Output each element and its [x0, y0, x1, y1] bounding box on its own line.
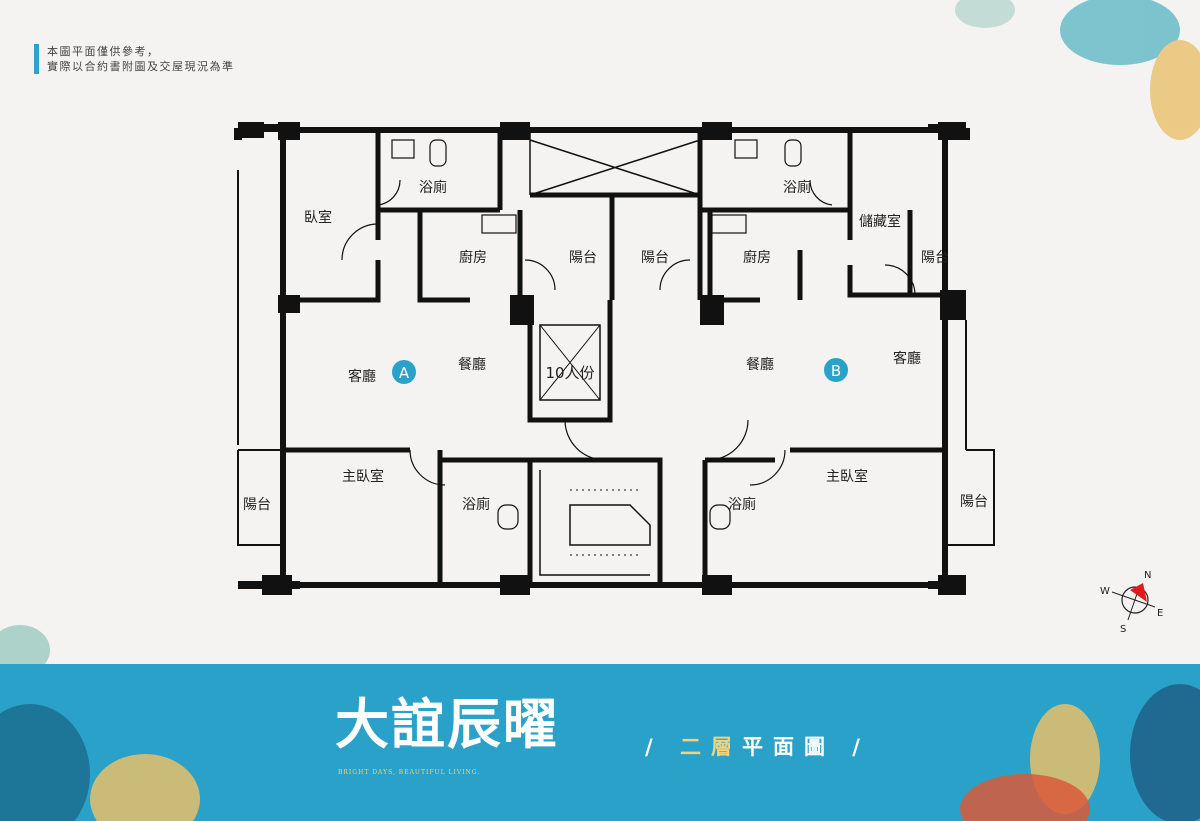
floor-title: / 二層平面圖 / — [645, 734, 870, 759]
compass-s: S — [1120, 624, 1126, 635]
columns — [238, 122, 966, 595]
room-b-master: 主臥室 — [826, 468, 868, 485]
room-b-living: 客廳 — [893, 350, 921, 367]
room-a-kitchen: 廚房 — [459, 249, 487, 266]
walls — [234, 124, 995, 589]
room-a-balcony-left: 陽台 — [243, 497, 271, 513]
elevator-capacity: 10人份 — [545, 364, 594, 382]
room-b-balcony: 陽台 — [641, 250, 669, 266]
room-a-bath-top: 浴廁 — [419, 179, 447, 196]
unit-a-badge — [392, 360, 416, 384]
room-a-bedroom: 臥室 — [304, 209, 332, 226]
room-b-balcony-right: 陽台 — [960, 494, 988, 510]
compass-w: W — [1100, 586, 1110, 597]
disclaimer-note: 本圖平面僅供參考， 實際以合約書附圖及交屋現況為準 — [34, 44, 235, 74]
decor-shape — [1130, 684, 1200, 821]
room-a-balcony: 陽台 — [569, 250, 597, 266]
room-a-living: 客廳 — [348, 368, 376, 385]
unit-a-label: A — [399, 364, 410, 382]
room-b-balcony-side: 陽台 — [921, 250, 949, 266]
room-a-bath-bottom: 浴廁 — [462, 496, 490, 513]
accent-bar — [34, 44, 39, 74]
brand-slogan: BRIGHT DAYS, BEAUTIFUL LIVING. — [338, 769, 481, 776]
room-b-dining: 餐廳 — [746, 356, 774, 373]
room-b-bath-bottom: 浴廁 — [728, 496, 756, 513]
watercolor-decoration — [0, 0, 1200, 664]
decor-shape — [90, 754, 200, 821]
unit-b-label: B — [831, 362, 841, 380]
note-line-2: 實際以合約書附圖及交屋現況為準 — [47, 60, 235, 73]
room-b-bath-top: 浴廁 — [783, 179, 811, 196]
note-line-1: 本圖平面僅供參考， — [47, 45, 160, 58]
compass-e: E — [1157, 608, 1163, 619]
compass-n: N — [1144, 570, 1151, 581]
compass-icon: N W E S — [1100, 570, 1163, 635]
room-b-storage: 儲藏室 — [859, 213, 901, 230]
brand-logo: 大誼辰曜 — [335, 692, 559, 756]
room-a-dining: 餐廳 — [458, 356, 486, 373]
room-b-kitchen: 廚房 — [743, 249, 771, 266]
unit-b-badge — [824, 358, 848, 382]
floor-plan: 臥室 浴廁 廚房 陽台 陽台 廚房 浴廁 儲藏室 陽台 客廳 餐廳 10人份 餐… — [0, 0, 1200, 664]
room-a-master: 主臥室 — [342, 468, 384, 485]
brand-banner: 大誼辰曜 BRIGHT DAYS, BEAUTIFUL LIVING. / 二層… — [0, 664, 1200, 821]
decor-shape — [0, 704, 90, 821]
